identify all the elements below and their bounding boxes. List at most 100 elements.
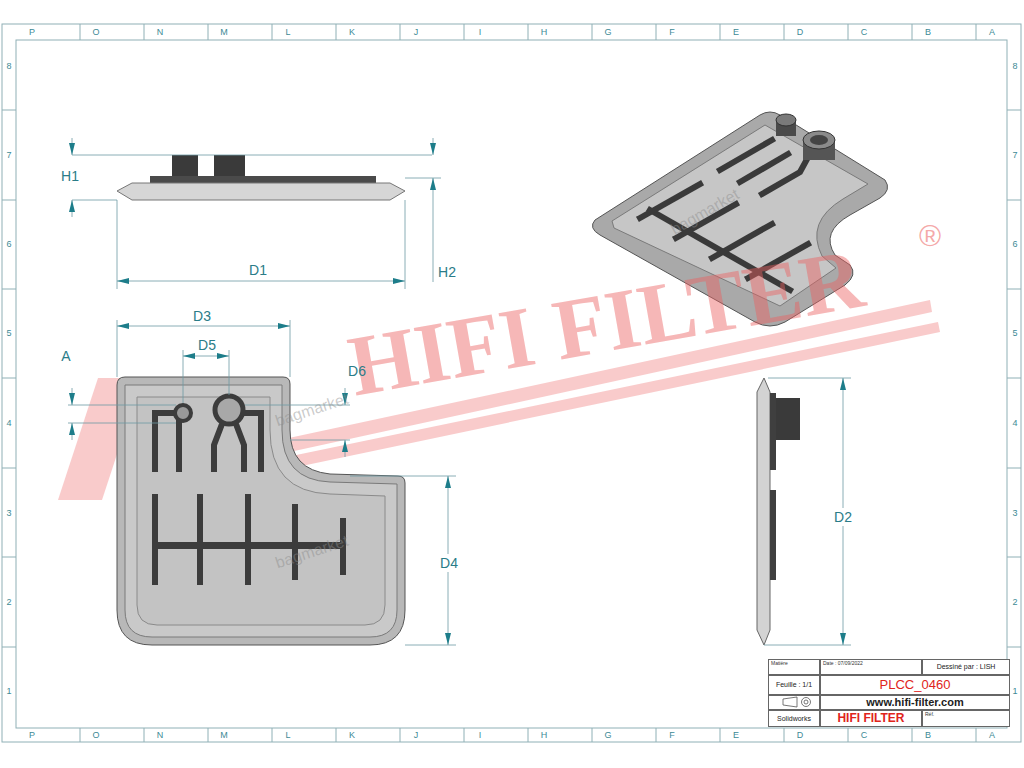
side-view bbox=[117, 155, 405, 200]
grid-tick bbox=[592, 24, 593, 40]
title-text: Réf. bbox=[925, 712, 934, 718]
front-view bbox=[117, 377, 405, 645]
dimension-label: H1 bbox=[61, 169, 79, 183]
grid-tick bbox=[848, 728, 849, 742]
front-view bbox=[292, 504, 298, 580]
grid-reference: 6 bbox=[1012, 240, 1017, 249]
grid-tick bbox=[80, 728, 81, 742]
projection-symbol bbox=[783, 697, 797, 707]
title-text: Date : 07/09/2022 bbox=[823, 661, 863, 667]
title-text: HIFI FILTER bbox=[837, 712, 904, 725]
dimension-label: D1 bbox=[249, 263, 267, 277]
sheet-frame bbox=[2, 24, 1021, 742]
front-view bbox=[258, 410, 264, 472]
grid-reference: N bbox=[157, 731, 164, 740]
side-view bbox=[776, 398, 800, 440]
grid-reference: D bbox=[797, 731, 804, 740]
grid-reference: M bbox=[220, 28, 228, 37]
grid-reference: 3 bbox=[6, 509, 11, 518]
part-number-cell: PLCC_0460 bbox=[820, 675, 1010, 695]
watermark-text: HIFI FILTER bbox=[342, 234, 869, 409]
dimension-lines bbox=[117, 200, 118, 289]
grid-reference: 5 bbox=[1012, 329, 1017, 338]
front-view bbox=[176, 420, 182, 472]
grid-tick bbox=[528, 24, 529, 40]
title-cell: Dessiné par : LISH bbox=[922, 659, 1010, 675]
grid-tick bbox=[1007, 647, 1021, 648]
front-view bbox=[197, 494, 203, 585]
title-cell: www.hifi-filter.com bbox=[820, 695, 1010, 710]
grid-tick bbox=[656, 728, 657, 742]
dimension-lines bbox=[345, 440, 346, 457]
dimension-lines bbox=[183, 350, 184, 403]
grid-tick bbox=[784, 728, 785, 742]
grid-reference: 7 bbox=[1012, 151, 1017, 160]
front-view bbox=[214, 424, 222, 472]
dimension-lines bbox=[72, 423, 73, 440]
grid-reference: N bbox=[157, 28, 164, 37]
title-cell: Date : 07/09/2022 bbox=[820, 659, 922, 675]
front-view bbox=[152, 410, 174, 416]
grid-tick bbox=[720, 24, 721, 40]
grid-reference: 2 bbox=[6, 598, 11, 607]
dimension-lines bbox=[405, 200, 406, 289]
grid-tick bbox=[1007, 378, 1021, 379]
front-view bbox=[137, 397, 385, 625]
grid-reference: F bbox=[669, 28, 675, 37]
grid-tick bbox=[2, 378, 16, 379]
title-text: www.hifi-filter.com bbox=[866, 696, 963, 708]
grid-reference: A bbox=[989, 731, 995, 740]
grid-tick bbox=[464, 728, 465, 742]
front-view bbox=[152, 494, 158, 585]
grid-reference: 8 bbox=[1012, 62, 1017, 71]
grid-tick bbox=[1007, 200, 1021, 201]
grid-tick bbox=[80, 24, 81, 40]
dimension-lines bbox=[72, 200, 117, 201]
grid-reference: A bbox=[989, 28, 995, 37]
grid-reference: D bbox=[797, 28, 804, 37]
dimension-label: D5 bbox=[198, 338, 216, 352]
dimension-lines bbox=[117, 326, 290, 327]
dimension-label: D2 bbox=[832, 508, 854, 526]
dimension-label: D6 bbox=[348, 364, 366, 378]
dimension-lines bbox=[290, 440, 350, 441]
grid-tick bbox=[2, 110, 16, 111]
dimension-lines bbox=[764, 645, 851, 646]
dimension-lines bbox=[433, 178, 434, 282]
grid-tick bbox=[144, 728, 145, 742]
title-text: Matière bbox=[771, 661, 788, 667]
grid-tick bbox=[1007, 557, 1021, 558]
grid-reference: 6 bbox=[6, 240, 11, 249]
grid-tick bbox=[272, 24, 273, 40]
grid-reference: 5 bbox=[6, 329, 11, 338]
dimension-label: H2 bbox=[438, 265, 456, 279]
dimension-lines bbox=[433, 138, 434, 155]
grid-tick bbox=[1007, 468, 1021, 469]
side-view bbox=[214, 155, 245, 178]
title-text: Feuille : 1/1 bbox=[776, 681, 812, 689]
grid-tick bbox=[2, 468, 16, 469]
grid-tick bbox=[2, 200, 16, 201]
grid-reference: 1 bbox=[1012, 687, 1017, 696]
title-cell: Feuille : 1/1 bbox=[768, 675, 820, 695]
side-view bbox=[770, 490, 776, 580]
projection-symbol bbox=[783, 697, 811, 707]
dimension-lines bbox=[117, 320, 118, 377]
grid-reference: C bbox=[861, 28, 868, 37]
grid-tick bbox=[848, 24, 849, 40]
title-text: PLCC_0460 bbox=[880, 678, 951, 692]
side-view bbox=[770, 393, 776, 470]
grid-reference: H bbox=[541, 731, 548, 740]
brand-cell: HIFI FILTER bbox=[820, 710, 922, 727]
grid-tick bbox=[784, 24, 785, 40]
isometric-view bbox=[810, 135, 828, 145]
grid-reference: E bbox=[733, 28, 739, 37]
dimension-lines bbox=[72, 155, 432, 156]
dimension-lines bbox=[68, 405, 176, 406]
front-view bbox=[244, 410, 264, 416]
grid-reference: F bbox=[669, 731, 675, 740]
front-view bbox=[152, 412, 158, 472]
grid-tick bbox=[2, 647, 16, 648]
grid-reference: E bbox=[733, 731, 739, 740]
